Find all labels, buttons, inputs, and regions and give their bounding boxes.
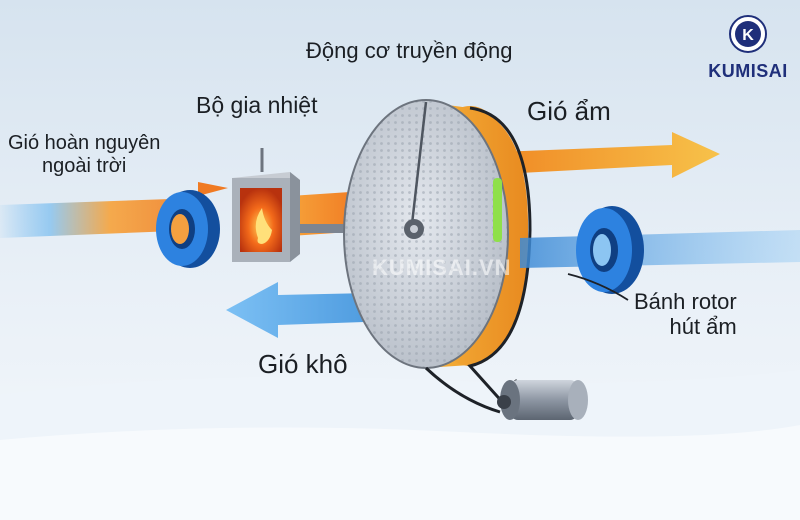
brand-name: KUMISAI <box>708 61 788 81</box>
label-humid-air: Gió ẩm <box>527 96 611 126</box>
brand-logo-icon: K <box>729 15 767 53</box>
brand-logo: K KUMISAI <box>700 14 796 82</box>
label-rotor-line-1: Bánh rotor <box>634 289 737 314</box>
inlet-ring-icon <box>156 190 220 268</box>
drive-motor-icon <box>497 380 588 420</box>
heater-box-icon <box>232 148 300 262</box>
regeneration-air-stream <box>0 198 200 238</box>
snow-foreground <box>0 425 800 520</box>
brand-logo-letter: K <box>742 27 754 44</box>
label-outdoor-line-2: ngoài trời <box>42 155 127 177</box>
outlet-ring-icon <box>576 206 644 294</box>
label-heater: Bộ gia nhiệt <box>196 92 318 118</box>
label-dry-air: Gió khô <box>258 349 348 379</box>
label-rotor-line-2: hút ẩm <box>669 314 737 340</box>
humid-air-arrow <box>500 132 720 178</box>
label-desiccant-rotor: Bánh rotor hút ẩm <box>634 289 737 340</box>
rotor-wheel-icon <box>343 99 529 369</box>
label-drive-motor: Động cơ truyền động <box>306 38 513 63</box>
watermark: KUMISAI.VN <box>372 255 512 280</box>
label-outdoor-line-1: Gió hoàn nguyên <box>8 132 161 154</box>
rotor-pointer-line <box>567 273 629 301</box>
regeneration-air-arrow <box>198 182 228 196</box>
label-outdoor-regeneration-air: Gió hoàn nguyên ngoài trời <box>8 132 160 178</box>
